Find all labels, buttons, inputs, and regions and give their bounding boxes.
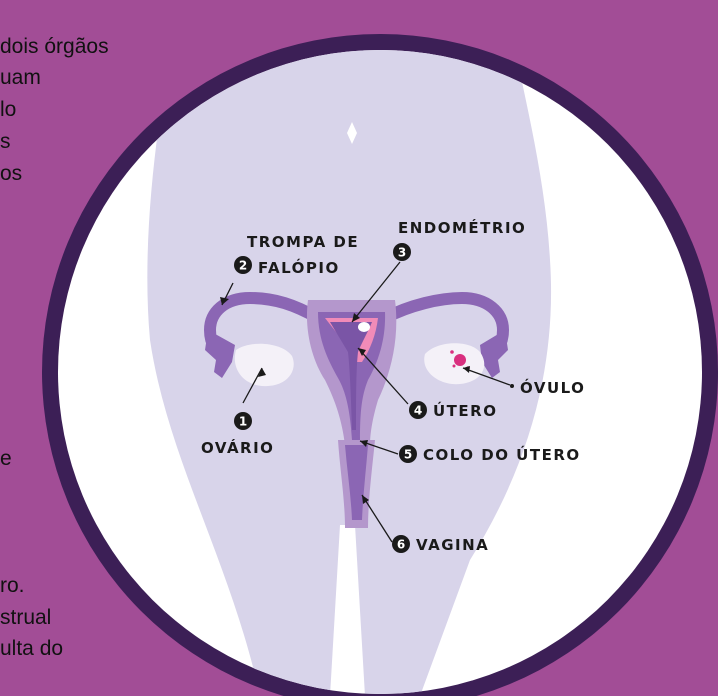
number-3: 3 [398, 246, 406, 260]
ovum-speck [453, 365, 456, 368]
label-ovario: OVÁRIO [201, 438, 274, 457]
label-endometrio: ENDOMÉTRIO [398, 218, 526, 237]
number-6: 6 [397, 538, 405, 552]
label-utero: ÚTERO [433, 401, 497, 420]
number-4: 4 [414, 404, 422, 418]
number-5: 5 [404, 448, 412, 462]
label-trompa-line1: TROMPA DE [247, 233, 359, 251]
uterus-ovum-dot [358, 322, 370, 332]
label-vagina: VAGINA [416, 536, 489, 554]
number-2: 2 [239, 259, 247, 273]
ovum-speck [450, 350, 454, 354]
ovum-leader-dot [510, 384, 514, 388]
ovum [454, 354, 466, 366]
label-trompa-line2: FALÓPIO [258, 258, 340, 277]
label-ovulo: ÓVULO [520, 378, 585, 397]
number-1: 1 [239, 415, 247, 429]
label-colo-do-utero: COLO DO ÚTERO [423, 445, 581, 464]
